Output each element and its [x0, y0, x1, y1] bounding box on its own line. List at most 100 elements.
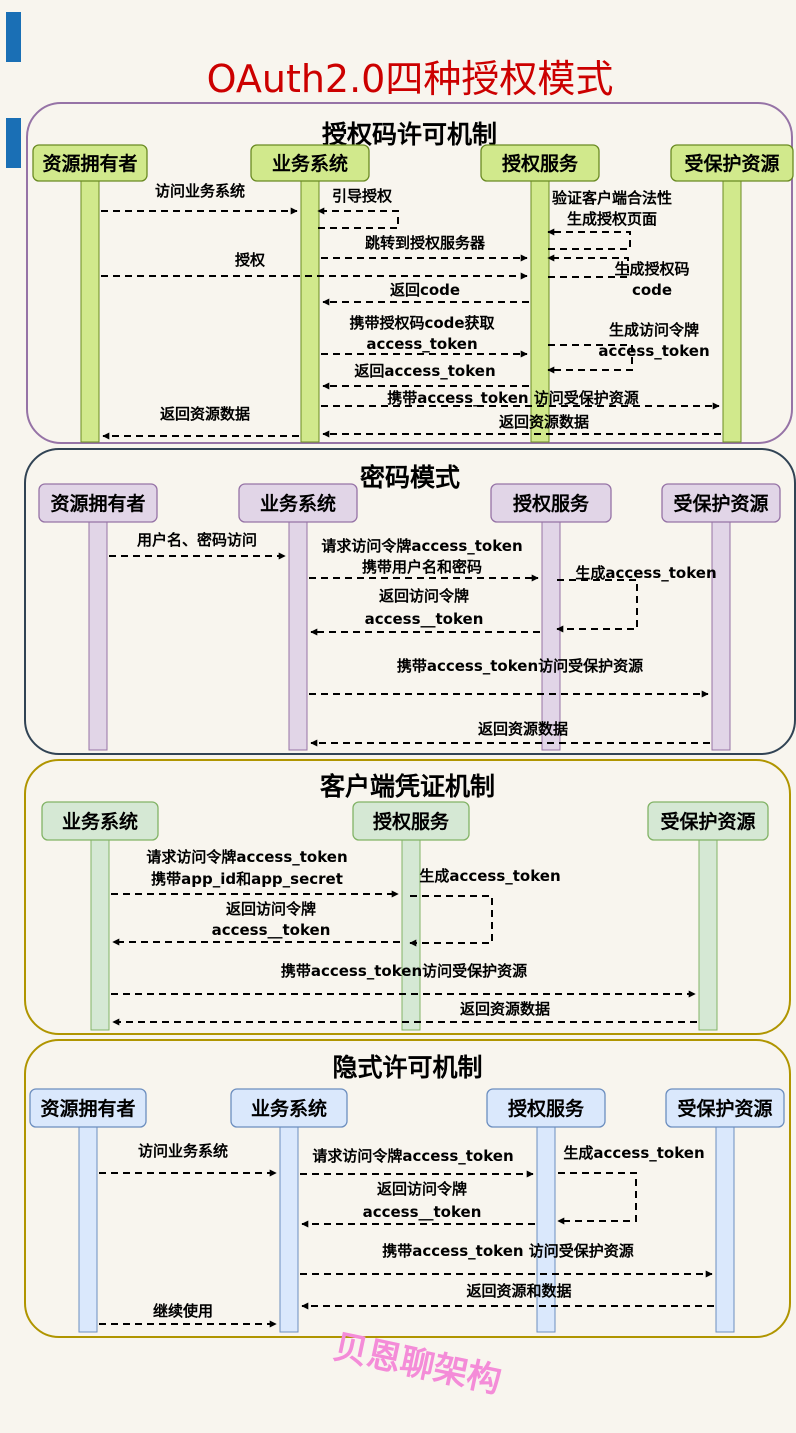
actor-box-1 [29, 1088, 147, 1128]
actor-box-1 [41, 801, 159, 841]
actor-box-2 [230, 1088, 348, 1128]
message-label: 返回资源数据 [160, 405, 250, 423]
message-label: 访问业务系统 [155, 182, 245, 200]
section-border [26, 102, 793, 444]
message-label: 携带app_id和app_secret [151, 870, 343, 888]
actor-box-1 [38, 483, 158, 523]
actor-box-3 [486, 1088, 606, 1128]
message-arrow [547, 344, 633, 374]
actor-label: 业务系统 [272, 152, 348, 175]
section-title: 授权码许可机制 [322, 120, 497, 149]
lifeline-2 [401, 839, 421, 1031]
actor-label: 受保护资源 [677, 1097, 772, 1120]
actor-box-4 [661, 483, 781, 523]
message-label: 返回资源数据 [499, 413, 589, 431]
left-mark-top [6, 12, 21, 62]
message-label: 携带access_token访问受保护资源 [397, 657, 643, 675]
actor-label: 资源拥有者 [42, 152, 137, 175]
actor-box-2 [238, 483, 358, 523]
message-label: access_token [366, 335, 477, 353]
message-label: 返回访问令牌 [377, 1180, 467, 1198]
message-label: code [632, 281, 672, 299]
message-label: 生成访问令牌 [609, 321, 699, 339]
message-label: 生成access_token [575, 564, 716, 582]
actor-label: 受保护资源 [673, 492, 768, 515]
lifeline-2 [279, 1126, 299, 1333]
message-label: 携带access_token 访问受保护资源 [387, 389, 639, 407]
section-title: 密码模式 [360, 463, 460, 492]
lifeline-2 [300, 180, 320, 443]
section-border [24, 1039, 791, 1338]
section-title: 隐式许可机制 [332, 1053, 482, 1082]
actor-box-3 [480, 144, 600, 182]
actor-box-4 [665, 1088, 785, 1128]
main-title: OAuth2.0四种授权模式 [207, 57, 614, 101]
message-label: 生成access_token [419, 867, 560, 885]
message-label: 请求访问令牌access_token [312, 1147, 513, 1165]
message-label: 返回code [390, 281, 460, 299]
message-label: 生成授权页面 [567, 210, 657, 228]
lifeline-3 [698, 839, 718, 1031]
section-border [24, 759, 791, 1035]
actor-label: 受保护资源 [684, 152, 779, 175]
section-3: 客户端凭证机制业务系统授权服务受保护资源请求访问令牌access_token携带… [24, 759, 791, 1035]
message-label: 携带用户名和密码 [362, 558, 482, 576]
actor-label: 授权服务 [502, 152, 579, 175]
lifeline-2 [288, 521, 308, 751]
message-label: 返回资源数据 [460, 1000, 550, 1018]
lifeline-1 [78, 1126, 98, 1333]
message-label: 授权 [235, 251, 266, 269]
actor-label: 业务系统 [251, 1097, 327, 1120]
message-label: 请求访问令牌access_token [321, 537, 522, 555]
actor-label: 授权服务 [373, 810, 450, 833]
message-arrow [317, 207, 399, 229]
lifeline-4 [711, 521, 731, 751]
message-label: 访问业务系统 [138, 1142, 228, 1160]
lifeline-4 [722, 180, 742, 443]
left-mark-bottom [6, 118, 21, 168]
message-label: 跳转到授权服务器 [365, 234, 486, 252]
message-arrow [557, 1172, 637, 1225]
message-arrow [547, 254, 629, 278]
message-arrow [556, 579, 638, 633]
actor-label: 资源拥有者 [40, 1097, 135, 1120]
actor-label: 业务系统 [62, 810, 138, 833]
message-label: access__token [212, 921, 331, 939]
message-arrow [409, 895, 493, 947]
section-title: 客户端凭证机制 [320, 772, 495, 801]
message-label: 返回访问令牌 [379, 587, 469, 605]
message-label: 携带access_token 访问受保护资源 [382, 1242, 634, 1260]
actor-box-4 [670, 144, 794, 182]
watermark: 贝恩聊架构 [330, 1327, 505, 1401]
lifeline-4 [715, 1126, 735, 1333]
message-label: 携带access_token访问受保护资源 [281, 962, 527, 980]
actor-label: 业务系统 [260, 492, 336, 515]
actor-box-3 [647, 801, 769, 841]
actor-label: 资源拥有者 [50, 492, 145, 515]
actor-box-2 [352, 801, 470, 841]
message-label: 返回访问令牌 [226, 900, 316, 918]
lifeline-1 [80, 180, 100, 443]
lifeline-1 [90, 839, 110, 1031]
actor-box-3 [490, 483, 612, 523]
message-label: 返回access_token [354, 362, 495, 380]
message-label: access__token [363, 1203, 482, 1221]
lifeline-1 [88, 521, 108, 751]
message-label: 请求访问令牌access_token [146, 848, 347, 866]
lifeline-3 [536, 1126, 556, 1333]
actor-label: 授权服务 [508, 1097, 585, 1120]
message-label: 携带授权码code获取 [349, 314, 495, 332]
message-label: 用户名、密码访问 [137, 531, 257, 549]
message-label: access__token [365, 610, 484, 628]
message-label: 引导授权 [332, 187, 393, 205]
message-label: access_token [598, 342, 709, 360]
section-border [24, 448, 796, 755]
message-arrow [547, 228, 631, 250]
actor-box-1 [32, 144, 148, 182]
actor-label: 授权服务 [513, 492, 590, 515]
actor-box-2 [250, 144, 370, 182]
